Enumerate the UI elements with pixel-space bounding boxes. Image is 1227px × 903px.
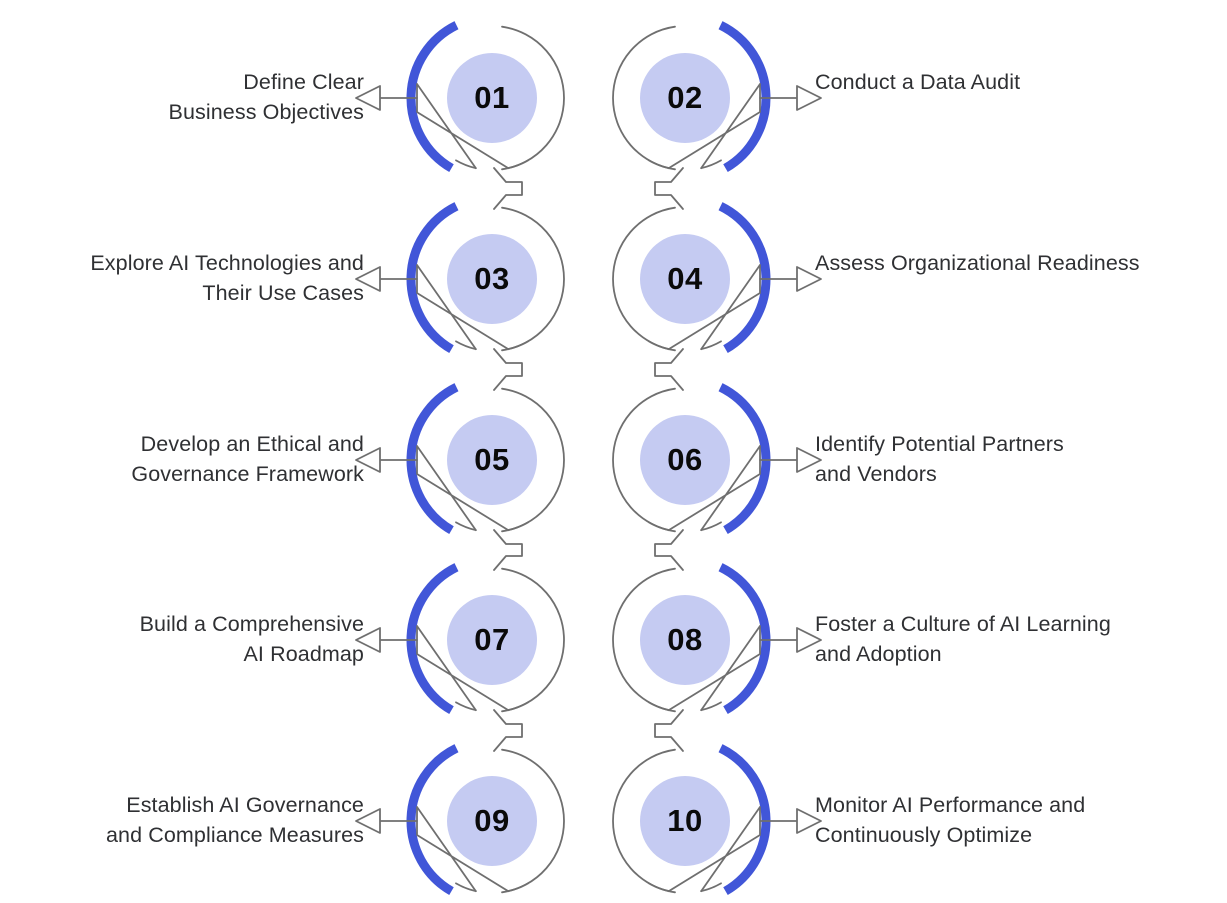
arrow-right-icon (796, 627, 822, 653)
step-node-04[interactable] (612, 202, 822, 354)
step-label-01: Define Clear Business Objectives (0, 67, 364, 127)
progress-arc (718, 563, 771, 715)
progress-arc (406, 202, 459, 354)
ring-segment-inner (501, 387, 565, 533)
step-label-text: Identify Potential Partners and Vendors (815, 432, 1064, 486)
step-label-text: Define Clear Business Objectives (168, 70, 364, 124)
step-label-02: Conduct a Data Audit (815, 67, 1227, 97)
step-badge-circle (640, 776, 730, 866)
step-label-text: Establish AI Governance and Compliance M… (105, 793, 364, 847)
step-label-03: Explore AI Technologies and Their Use Ca… (0, 248, 364, 308)
progress-arc (718, 21, 771, 173)
step-node-08[interactable] (612, 563, 822, 715)
arrow-right-icon (796, 266, 822, 292)
connector-left-0 (493, 167, 523, 210)
arrow-right-icon (796, 85, 822, 111)
connector-right-2 (654, 529, 684, 571)
step-node-05[interactable] (355, 383, 565, 535)
step-label-text: Assess Organizational Readiness (815, 251, 1140, 275)
progress-arc (718, 744, 771, 896)
step-node-01[interactable] (355, 21, 565, 173)
ring-segment-inner (501, 25, 565, 171)
step-label-07: Build a Comprehensive AI Roadmap (0, 609, 364, 669)
step-node-03[interactable] (355, 202, 565, 354)
step-badge-circle (640, 595, 730, 685)
step-node-09[interactable] (355, 744, 565, 896)
arrow-left-icon (355, 266, 381, 292)
step-badge-circle (447, 234, 537, 324)
progress-arc (718, 202, 771, 354)
step-node-10[interactable] (612, 744, 822, 896)
step-node-07[interactable] (355, 563, 565, 715)
ring-segment-inner (501, 567, 565, 713)
connector-left-3 (493, 709, 523, 752)
connector-right-1 (654, 348, 684, 391)
step-label-10: Monitor AI Performance and Continuously … (815, 790, 1227, 850)
step-label-text: Foster a Culture of AI Learning and Adop… (815, 612, 1111, 666)
step-badge-circle (447, 53, 537, 143)
arrow-left-icon (355, 85, 381, 111)
step-label-05: Develop an Ethical and Governance Framew… (0, 429, 364, 489)
step-label-09: Establish AI Governance and Compliance M… (0, 790, 364, 850)
ring-segment-inner (612, 748, 676, 894)
progress-arc (718, 383, 771, 535)
step-label-06: Identify Potential Partners and Vendors (815, 429, 1227, 489)
ring-segment-inner (612, 206, 676, 352)
arrow-left-icon (355, 808, 381, 834)
progress-arc (406, 21, 459, 173)
step-badge-circle (640, 415, 730, 505)
step-label-08: Foster a Culture of AI Learning and Adop… (815, 609, 1227, 669)
step-badge-circle (640, 53, 730, 143)
arrow-left-icon (355, 627, 381, 653)
ring-segment-inner (501, 748, 565, 894)
connector-left-2 (493, 529, 523, 571)
ring-segment-inner (612, 567, 676, 713)
connector-right-3 (654, 709, 684, 752)
step-node-02[interactable] (612, 21, 822, 173)
progress-arc (406, 383, 459, 535)
arrow-right-icon (796, 447, 822, 473)
progress-arc (406, 744, 459, 896)
step-label-text: Develop an Ethical and Governance Framew… (131, 432, 364, 486)
step-label-text: Monitor AI Performance and Continuously … (815, 793, 1086, 847)
arrow-left-icon (355, 447, 381, 473)
step-badge-circle (447, 776, 537, 866)
step-badge-circle (640, 234, 730, 324)
step-label-text: Build a Comprehensive AI Roadmap (139, 612, 364, 666)
connector-right-0 (654, 167, 684, 210)
ring-segment-inner (501, 206, 565, 352)
progress-arc (406, 563, 459, 715)
step-label-text: Conduct a Data Audit (815, 70, 1021, 94)
ring-segment-inner (612, 387, 676, 533)
arrow-right-icon (796, 808, 822, 834)
step-badge-circle (447, 415, 537, 505)
step-label-text: Explore AI Technologies and Their Use Ca… (90, 251, 364, 305)
step-label-04: Assess Organizational Readiness (815, 248, 1227, 278)
step-node-06[interactable] (612, 383, 822, 535)
step-badge-circle (447, 595, 537, 685)
connector-left-1 (493, 348, 523, 391)
ring-segment-inner (612, 25, 676, 171)
